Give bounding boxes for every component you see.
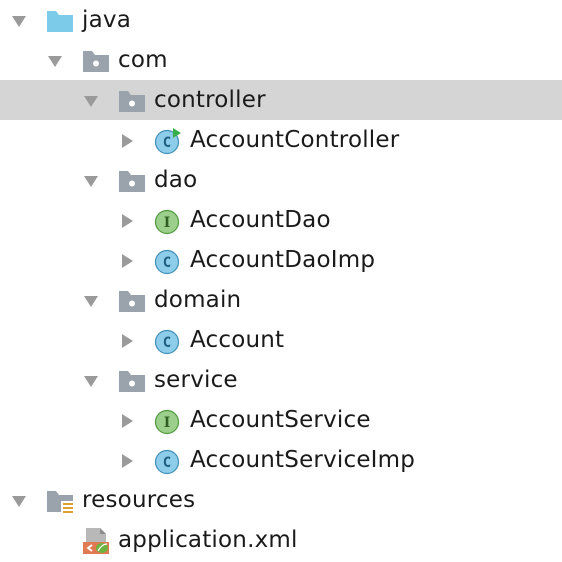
tree-row-accountserviceimp[interactable]: C AccountServiceImp: [0, 440, 562, 480]
svg-text:C: C: [163, 455, 171, 471]
tree-row-account[interactable]: C Account: [0, 320, 562, 360]
chevron-down-icon[interactable]: [10, 492, 28, 510]
class-c-icon: C: [154, 329, 180, 355]
tree-label: resources: [82, 487, 196, 513]
tree-label: AccountDao: [190, 207, 331, 233]
tree-row-resources[interactable]: resources: [0, 480, 562, 520]
chevron-right-icon[interactable]: [118, 252, 136, 270]
runnable-class-icon: C: [154, 128, 181, 155]
chevron-down-icon[interactable]: [82, 292, 100, 310]
chevron-down-icon[interactable]: [82, 372, 100, 390]
interface-i-icon: I: [154, 409, 180, 435]
chevron-down-icon[interactable]: [10, 12, 28, 30]
interface-i-icon: I: [154, 209, 180, 235]
package-folder-icon: [119, 371, 145, 392]
tree-label: AccountServiceImp: [190, 447, 416, 473]
tree-label: AccountController: [190, 127, 400, 153]
svg-text:C: C: [163, 335, 171, 351]
tree-label: Account: [190, 327, 285, 353]
package-folder-icon: [83, 51, 109, 72]
tree-row-accountcontroller[interactable]: C AccountController: [0, 120, 562, 160]
tree-row-java[interactable]: java: [0, 0, 562, 40]
tree-row-accountdao[interactable]: I AccountDao: [0, 200, 562, 240]
class-c-icon: C: [154, 449, 180, 475]
tree-row-application-xml[interactable]: application.xml: [0, 520, 562, 560]
tree-row-accountdaoimp[interactable]: C AccountDaoImp: [0, 240, 562, 280]
package-folder-icon: [119, 291, 145, 312]
chevron-right-icon[interactable]: [118, 212, 136, 230]
tree-row-service[interactable]: service: [0, 360, 562, 400]
chevron-down-icon[interactable]: [82, 92, 100, 110]
tree-row-accountservice[interactable]: I AccountService: [0, 400, 562, 440]
blue-folder-icon: [47, 11, 73, 32]
chevron-down-icon[interactable]: [82, 172, 100, 190]
tree-label: AccountDaoImp: [190, 247, 376, 273]
tree-row-domain[interactable]: domain: [0, 280, 562, 320]
class-c-icon: C: [154, 249, 180, 275]
tree-label: java: [82, 7, 131, 33]
resources-folder-icon: [47, 491, 73, 514]
tree-label: service: [154, 367, 238, 393]
svg-text:I: I: [164, 215, 171, 231]
tree-row-dao[interactable]: dao: [0, 160, 562, 200]
tree-label: controller: [154, 87, 266, 113]
svg-text:I: I: [164, 415, 171, 431]
tree-row-controller[interactable]: controller: [0, 80, 562, 120]
package-folder-icon: [119, 91, 145, 112]
chevron-right-icon[interactable]: [118, 132, 136, 150]
tree-label: dao: [154, 167, 198, 193]
chevron-down-icon[interactable]: [46, 52, 64, 70]
tree-label: application.xml: [118, 527, 298, 553]
tree-label: com: [118, 47, 168, 73]
package-folder-icon: [119, 171, 145, 192]
tree-label: AccountService: [190, 407, 371, 433]
svg-text:C: C: [163, 255, 171, 271]
svg-text:C: C: [163, 135, 171, 151]
tree-row-com[interactable]: com: [0, 40, 562, 80]
tree-label: domain: [154, 287, 242, 313]
chevron-right-icon[interactable]: [118, 452, 136, 470]
chevron-right-icon[interactable]: [118, 412, 136, 430]
chevron-right-icon[interactable]: [118, 332, 136, 350]
spring-xml-file-icon: [83, 528, 109, 554]
